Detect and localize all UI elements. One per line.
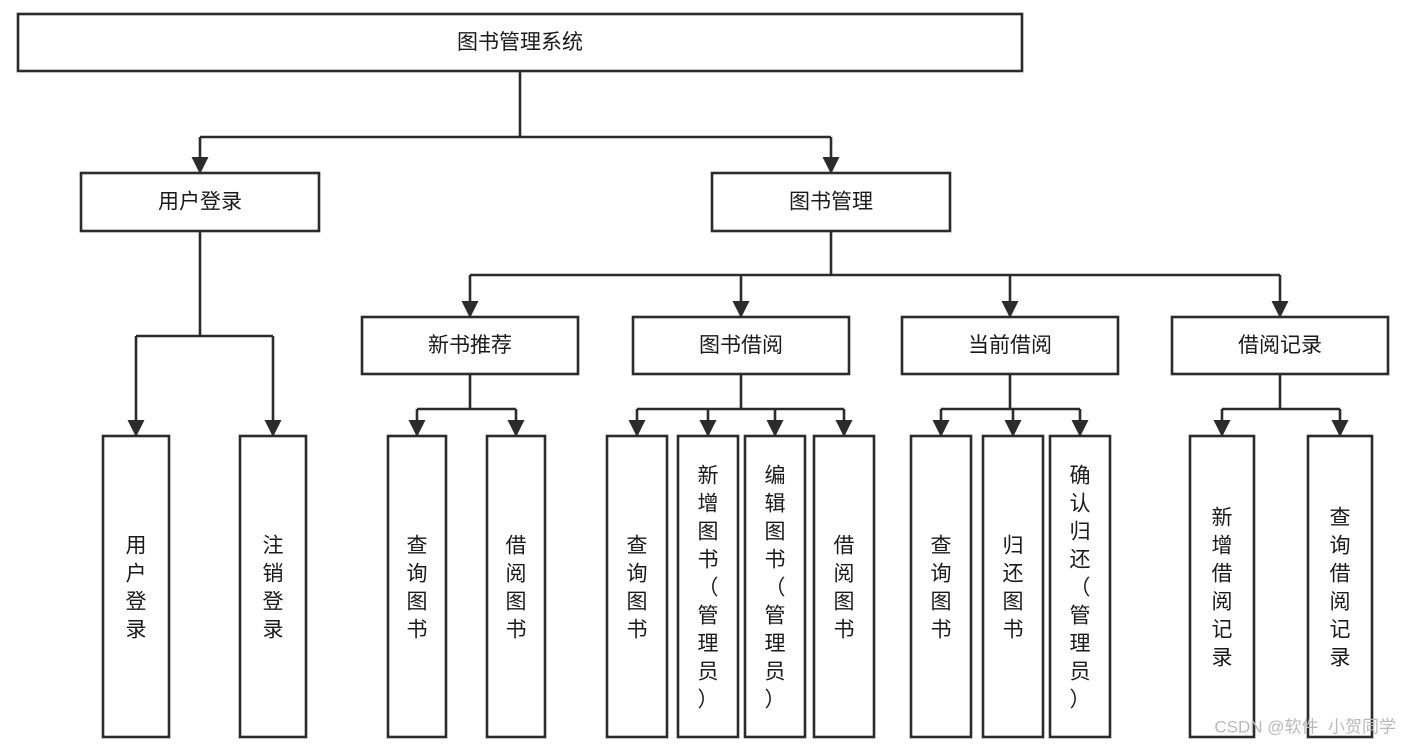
edge-group-l2_0 xyxy=(408,374,525,437)
arrow-head-icon xyxy=(835,420,853,437)
node-box-l2_1[interactable] xyxy=(631,315,851,376)
node-box-l1_1[interactable] xyxy=(710,171,952,233)
arrow-head-icon xyxy=(932,420,950,437)
node-l2_2[interactable]: 当前借阅 xyxy=(900,315,1120,376)
node-label-leaf_12: 查询借阅记录 xyxy=(1330,506,1351,669)
node-label-l2_0: 新书推荐 xyxy=(428,334,512,357)
edge-group-l2_2 xyxy=(932,374,1089,437)
node-box-l2_3[interactable] xyxy=(1170,315,1390,376)
node-label-leaf_2: 查询图书 xyxy=(407,534,428,641)
node-box-leaf_1[interactable] xyxy=(238,434,308,739)
node-leaf_12[interactable]: 查询借阅记录 xyxy=(1306,434,1374,739)
node-label-l1_0: 用户登录 xyxy=(158,191,242,214)
node-box-leaf_5[interactable] xyxy=(676,434,740,739)
edge-group-l1_0 xyxy=(127,231,282,437)
node-box-leaf_9[interactable] xyxy=(981,434,1045,739)
node-leaf_8[interactable]: 查询图书 xyxy=(909,434,973,739)
node-l1_0[interactable]: 用户登录 xyxy=(79,171,321,233)
node-leaf_4[interactable]: 查询图书 xyxy=(605,434,669,739)
node-leaf_6[interactable]: 编辑图书（管理员） xyxy=(743,434,807,739)
arrow-head-icon xyxy=(1001,301,1019,318)
arrow-head-icon xyxy=(1213,420,1231,437)
node-l2_3[interactable]: 借阅记录 xyxy=(1170,315,1390,376)
node-label-leaf_9: 归还图书 xyxy=(1003,534,1024,641)
node-leaf_3[interactable]: 借阅图书 xyxy=(485,434,547,739)
arrow-head-icon xyxy=(191,157,209,174)
connector-layer xyxy=(127,71,1349,437)
node-label-l2_1: 图书借阅 xyxy=(699,334,783,357)
node-root[interactable]: 图书管理系统 xyxy=(16,12,1024,73)
node-leaf_0[interactable]: 用户登录 xyxy=(101,434,171,739)
node-box-leaf_2[interactable] xyxy=(386,434,448,739)
node-box-leaf_10[interactable] xyxy=(1048,434,1112,739)
node-l2_0[interactable]: 新书推荐 xyxy=(360,315,580,376)
edge-group-root xyxy=(191,71,840,174)
node-label-l1_1: 图书管理 xyxy=(789,191,873,214)
arrow-head-icon xyxy=(1271,301,1289,318)
node-leaf_11[interactable]: 新增借阅记录 xyxy=(1188,434,1256,739)
node-box-leaf_0[interactable] xyxy=(101,434,171,739)
node-box-l2_2[interactable] xyxy=(900,315,1120,376)
arrow-head-icon xyxy=(1331,420,1349,437)
node-label-leaf_4: 查询图书 xyxy=(627,534,648,641)
node-label-leaf_11: 新增借阅记录 xyxy=(1212,506,1233,669)
node-label-leaf_7: 借阅图书 xyxy=(834,534,855,641)
edge-group-l2_1 xyxy=(628,374,853,437)
node-box-leaf_11[interactable] xyxy=(1188,434,1256,739)
node-box-leaf_7[interactable] xyxy=(812,434,876,739)
node-box-root[interactable] xyxy=(16,12,1024,73)
arrow-head-icon xyxy=(1071,420,1089,437)
arrow-head-icon xyxy=(127,420,145,437)
node-label-leaf_6: 编辑图书（管理员） xyxy=(765,464,786,711)
node-box-leaf_3[interactable] xyxy=(485,434,547,739)
node-label-leaf_10: 确认归还（管理员） xyxy=(1070,464,1091,711)
node-box-leaf_12[interactable] xyxy=(1306,434,1374,739)
node-leaf_7[interactable]: 借阅图书 xyxy=(812,434,876,739)
node-label-leaf_5: 新增图书（管理员） xyxy=(698,464,719,711)
arrow-head-icon xyxy=(699,420,717,437)
node-leaf_5[interactable]: 新增图书（管理员） xyxy=(676,434,740,739)
node-label-leaf_8: 查询图书 xyxy=(931,534,952,641)
arrow-head-icon xyxy=(408,420,426,437)
arrow-head-icon xyxy=(732,301,750,318)
edge-group-l1_1 xyxy=(461,231,1289,318)
node-label-l2_3: 借阅记录 xyxy=(1238,334,1322,357)
arrow-head-icon xyxy=(461,301,479,318)
node-label-root: 图书管理系统 xyxy=(457,31,583,54)
node-box-l2_0[interactable] xyxy=(360,315,580,376)
node-leaf_1[interactable]: 注销登录 xyxy=(238,434,308,739)
node-box-l1_0[interactable] xyxy=(79,171,321,233)
node-leaf_10[interactable]: 确认归还（管理员） xyxy=(1048,434,1112,739)
node-layer: 图书管理系统用户登录图书管理新书推荐图书借阅当前借阅借阅记录用户登录注销登录查询… xyxy=(16,12,1390,739)
node-box-leaf_8[interactable] xyxy=(909,434,973,739)
arrow-head-icon xyxy=(766,420,784,437)
node-label-leaf_3: 借阅图书 xyxy=(506,534,527,641)
node-l2_1[interactable]: 图书借阅 xyxy=(631,315,851,376)
node-box-leaf_4[interactable] xyxy=(605,434,669,739)
node-leaf_2[interactable]: 查询图书 xyxy=(386,434,448,739)
arrow-head-icon xyxy=(628,420,646,437)
node-l1_1[interactable]: 图书管理 xyxy=(710,171,952,233)
arrow-head-icon xyxy=(1004,420,1022,437)
node-label-l2_2: 当前借阅 xyxy=(968,334,1052,357)
node-label-leaf_1: 注销登录 xyxy=(263,534,284,641)
arrow-head-icon xyxy=(822,157,840,174)
node-leaf_9[interactable]: 归还图书 xyxy=(981,434,1045,739)
edge-group-l2_3 xyxy=(1213,374,1349,437)
arrow-head-icon xyxy=(264,420,282,437)
csdn-watermark: CSDN @软件_小贺同学 xyxy=(1214,717,1396,736)
node-label-leaf_0: 用户登录 xyxy=(126,534,147,641)
arrow-head-icon xyxy=(507,420,525,437)
node-box-leaf_6[interactable] xyxy=(743,434,807,739)
